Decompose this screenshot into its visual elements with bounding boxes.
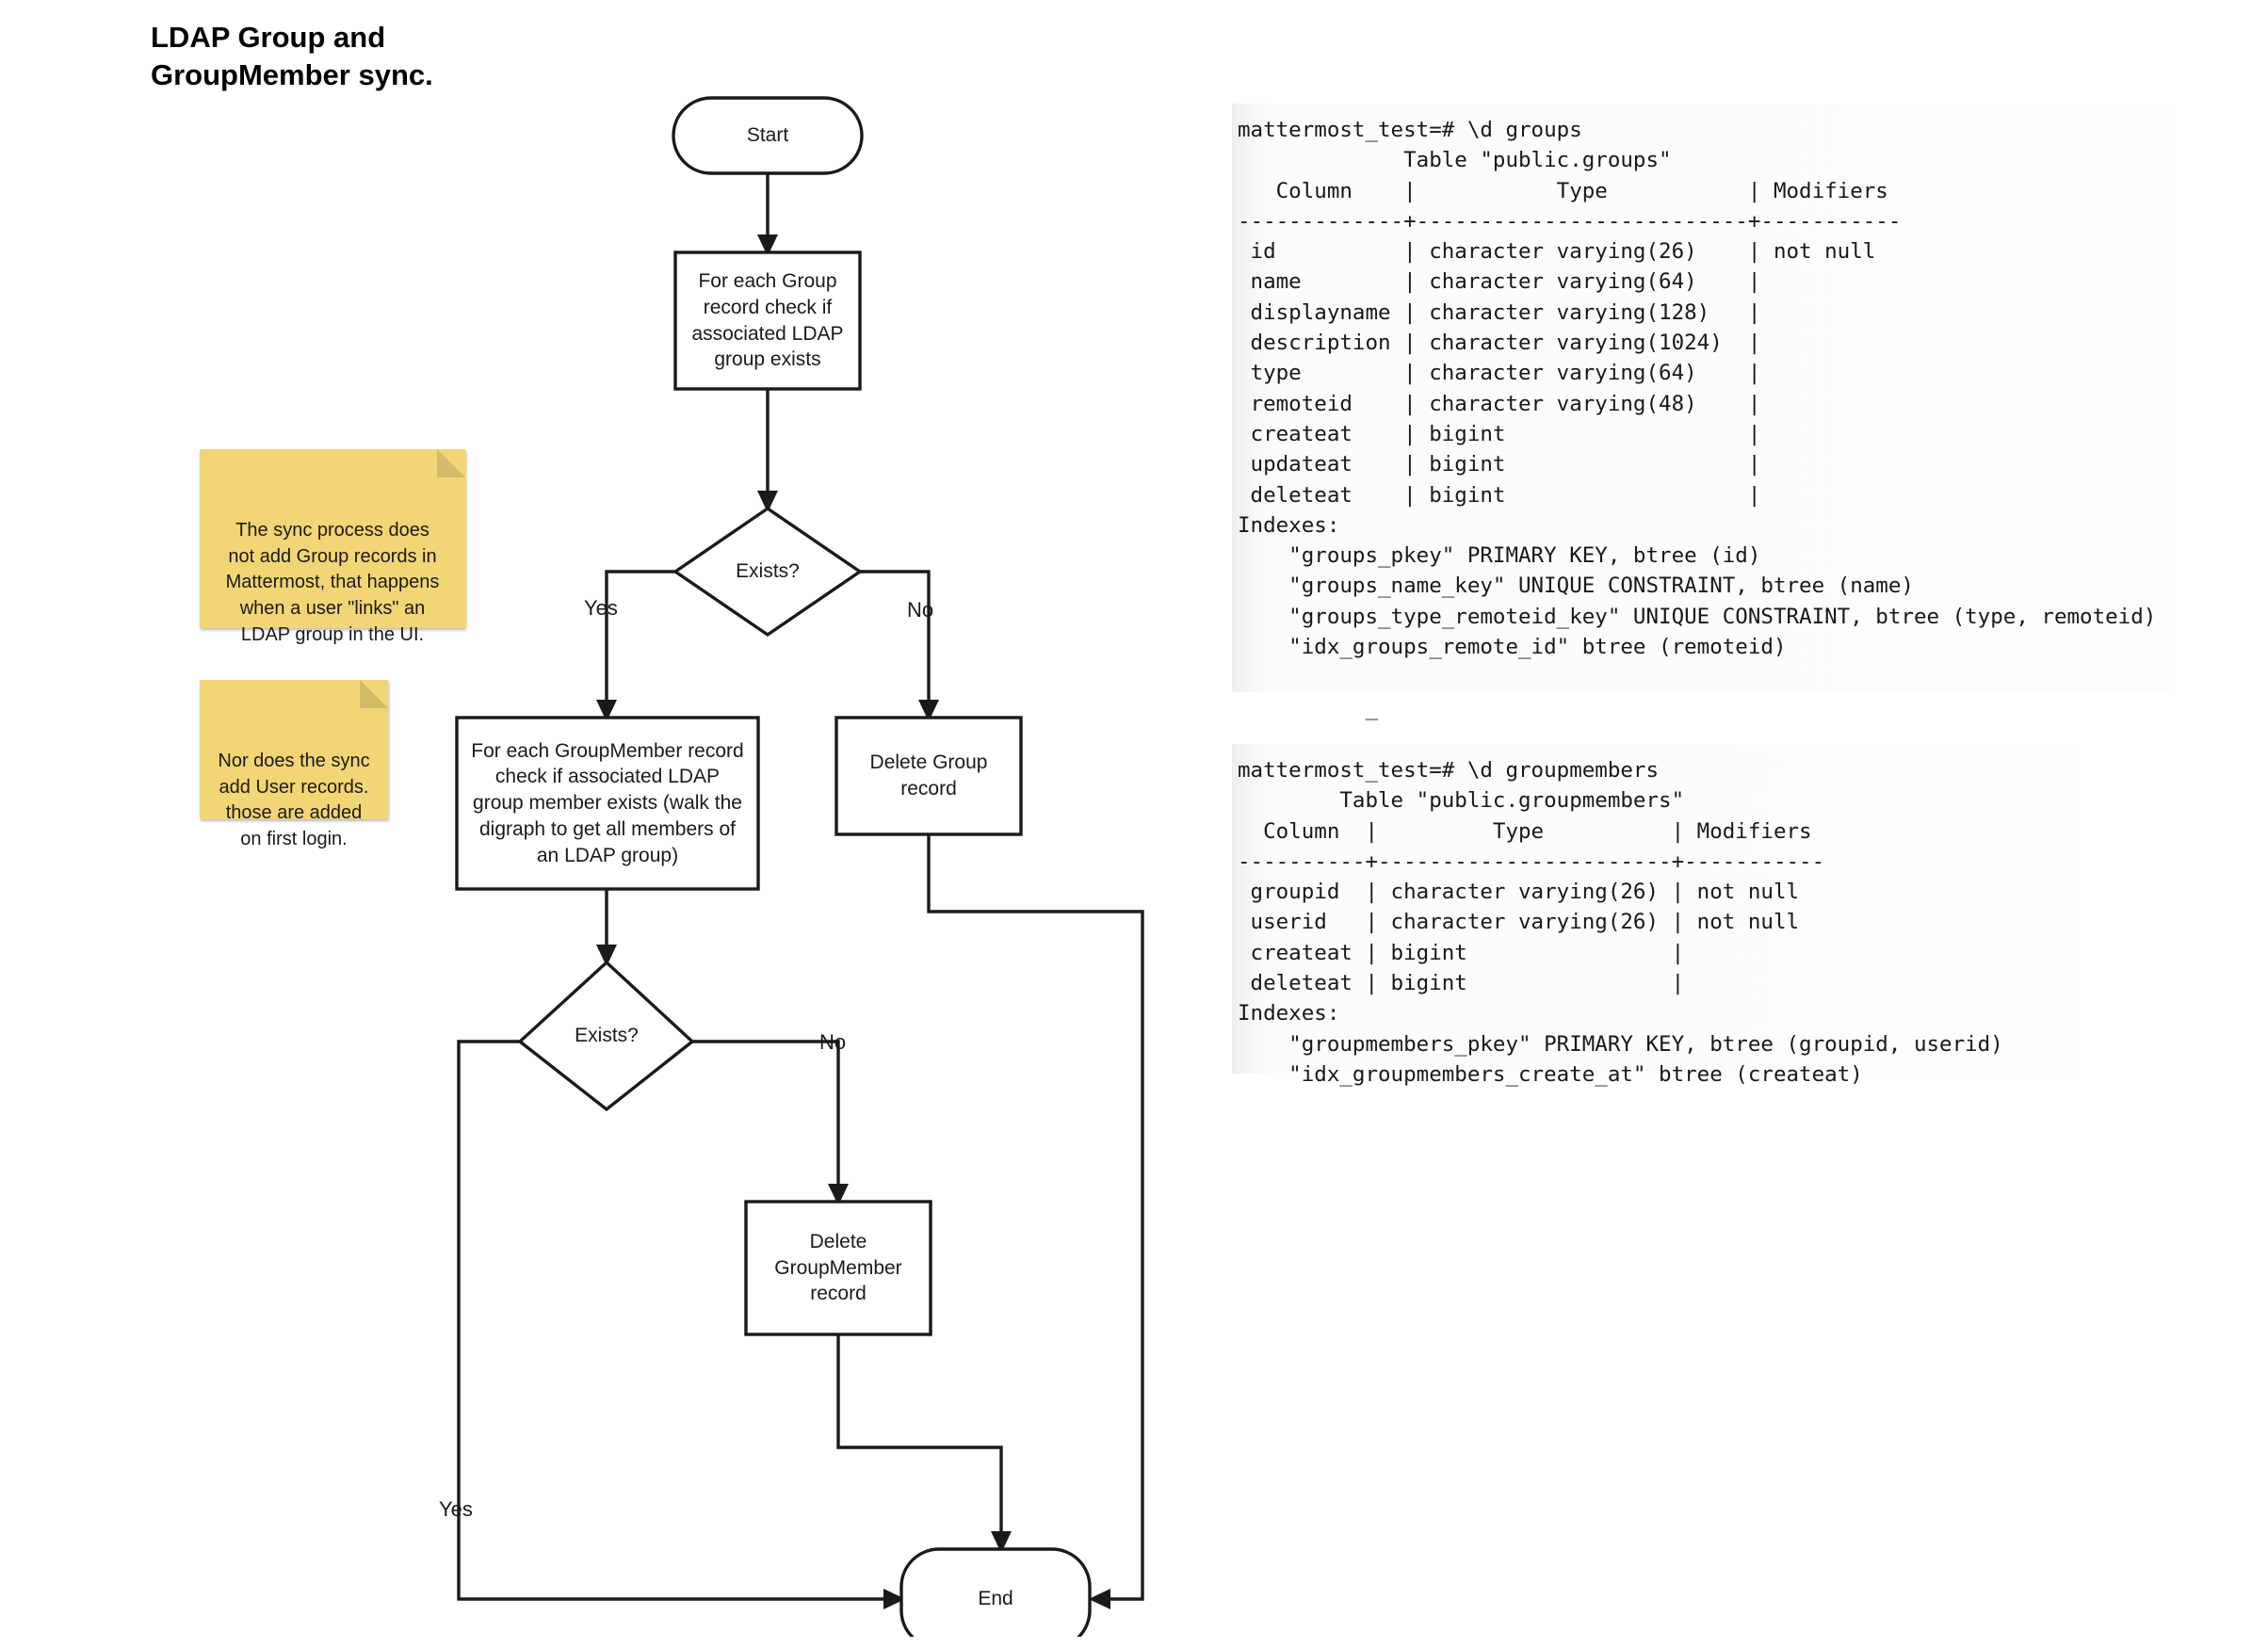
sticky-note-sync-user: Nor does the sync add User records. thos… (200, 680, 388, 849)
terminal-line: Indexes: (1238, 1001, 1340, 1026)
terminal-line: Column | Type | Modifiers (1238, 178, 1888, 203)
node-decision-2 (517, 960, 695, 1112)
terminal-line: "groups_pkey" PRIMARY KEY, btree (id) (1238, 543, 1761, 569)
edge-label-decision2-yes: Yes (439, 1497, 473, 1521)
terminal-line: updateat | bigint | (1238, 452, 1761, 477)
edge-label-decision2-no: No (819, 1030, 847, 1054)
node-delete-groupmember (744, 1200, 932, 1336)
terminal-line: displayname | character varying(128) | (1238, 299, 1761, 325)
node-start (672, 96, 864, 175)
terminal-line: groupid | character varying(26) | not nu… (1238, 880, 1800, 905)
terminal-line: mattermost_test=# \d groups (1238, 118, 1582, 142)
terminal-line: mattermost_test=# \d groupmembers (1238, 758, 1660, 783)
terminal-line: deleteat | bigint | (1238, 482, 1761, 508)
edge-delete-gm-to-end (836, 1334, 1012, 1554)
edge-decision2-yes (457, 1040, 906, 1610)
terminal-line: deleteat | bigint | (1238, 971, 1685, 996)
terminal-line: remoteid | character varying(48) | (1238, 391, 1761, 416)
flowchart-graphics (455, 96, 1144, 1637)
edge-decision2-no (692, 1040, 850, 1206)
terminal-line: "idx_groups_remote_id" btree (remoteid) (1238, 635, 1787, 660)
terminal-line: createat | bigint | (1238, 940, 1685, 965)
edge-decision1-no (860, 570, 940, 722)
terminal-line: id | character varying(26) | not null (1238, 239, 1876, 265)
node-decision-1 (672, 506, 864, 638)
node-check-groupmember (455, 716, 760, 891)
terminal-line: "groups_type_remoteid_key" UNIQUE CONSTR… (1238, 604, 2157, 629)
terminal-line: createat | bigint | (1238, 421, 1761, 446)
node-delete-group (834, 716, 1023, 836)
sticky-note-text: Nor does the sync add User records. thos… (218, 751, 370, 849)
node-check-group (673, 250, 862, 391)
node-end (899, 1547, 1092, 1637)
terminal-line: "groups_name_key" UNIQUE CONSTRAINT, btr… (1238, 574, 1914, 599)
terminal-line: description | character varying(1024) | (1238, 331, 1761, 356)
terminal-output-groupmembers: mattermost_test=# \d groupmembers Table … (1232, 744, 2080, 1087)
terminal-line: _ (1238, 695, 1379, 720)
folded-corner-icon (360, 680, 388, 708)
sticky-note-sync-group: The sync process does not add Group reco… (200, 449, 465, 645)
terminal-line: Indexes: (1238, 512, 1340, 538)
page-title: LDAP Group and GroupMember sync. (151, 21, 433, 91)
terminal-line: name | character varying(64) | (1238, 269, 1761, 295)
terminal-line: type | character varying(64) | (1238, 361, 1761, 386)
terminal-line: Table "public.groupmembers" (1238, 788, 1685, 814)
terminal-line: ----------+-----------------------+-----… (1238, 848, 1825, 874)
folded-corner-icon (437, 449, 465, 477)
edge-label-decision1-yes: Yes (584, 596, 618, 620)
terminal-line: Table "public.groups" (1238, 148, 1672, 173)
sticky-note-text: The sync process does not add Group reco… (225, 520, 440, 645)
edge-label-decision1-no: No (907, 598, 934, 622)
edge-delete-group-to-end (927, 834, 1144, 1610)
terminal-line: userid | character varying(26) | not nul… (1238, 910, 1800, 935)
terminal-line: "groupmembers_pkey" PRIMARY KEY, btree (… (1238, 1031, 2003, 1057)
terminal-line: -------------+--------------------------… (1238, 208, 1902, 234)
terminal-line (1232, 662, 2174, 692)
terminal-output-groups: mattermost_test=# \d groups Table "publi… (1232, 104, 2174, 720)
terminal-line: Column | Type | Modifiers (1238, 818, 1812, 844)
edge-decision1-yes (595, 570, 675, 722)
terminal-line: "idx_groupmembers_create_at" btree (crea… (1238, 1061, 1863, 1087)
